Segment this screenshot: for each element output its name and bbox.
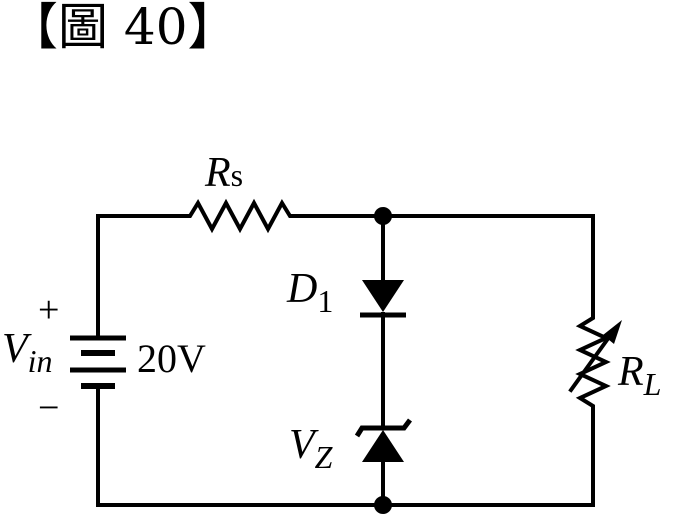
load-arrowhead xyxy=(603,320,622,344)
zener-bar xyxy=(354,418,412,438)
zener-triangle xyxy=(362,430,404,462)
minus-sign: − xyxy=(38,387,59,429)
series-resistor-symbol xyxy=(181,198,299,234)
load-variable-arrow xyxy=(568,330,615,393)
d1-label: D1 xyxy=(286,266,333,319)
figure-title: 【圖 40】 xyxy=(8,0,238,56)
wire-top-right xyxy=(295,214,595,314)
vin-label: Vin xyxy=(2,326,53,379)
junction-bottom xyxy=(374,496,392,514)
source-value-label: 20V xyxy=(137,336,206,381)
load-resistor-symbol xyxy=(575,310,611,414)
vz-label: VZ xyxy=(289,422,334,475)
rl-label: RL xyxy=(617,349,661,402)
wire-top-left xyxy=(96,214,185,340)
junction-top xyxy=(374,207,392,225)
rs-label: Rs xyxy=(204,150,243,196)
diode-triangle xyxy=(362,280,404,312)
plus-sign: + xyxy=(38,289,59,331)
